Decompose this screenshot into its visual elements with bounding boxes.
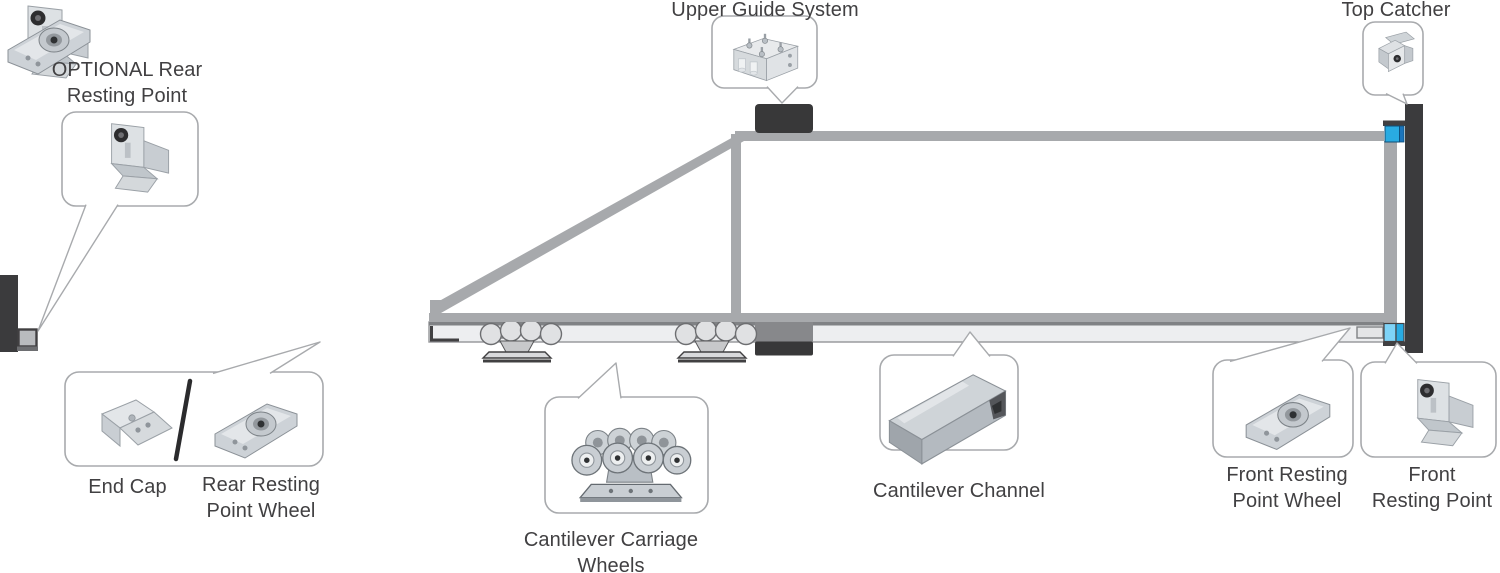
upper-guide-system-photo [732, 33, 800, 82]
pointer-front-resting-point [1384, 342, 1418, 364]
pointer-end-cap-rear-wheel [212, 341, 321, 375]
label-end-cap: End Cap [88, 476, 167, 498]
rear-end-cap-side-view [17, 328, 38, 348]
cantilever-channel-photo [888, 374, 1007, 465]
pointer-optional-rear-resting-point [37, 204, 119, 332]
upper-guide-mount-block [755, 104, 813, 133]
label-front-resting-point-wheel: Front Resting Point Wheel [1226, 464, 1348, 512]
label-upper-guide-system: Upper Guide System [671, 0, 859, 21]
catch-post [1405, 104, 1423, 353]
cantilever-carriage-wheels-photo [571, 427, 692, 502]
label-front-resting-point: Front Resting Point [1371, 464, 1493, 512]
top-catcher-side-view [1383, 120, 1405, 143]
channel-left-end-cap-outline [430, 326, 459, 342]
cantilever-channel-side-view [428, 321, 1385, 343]
label-cantilever-channel: Cantilever Channel [873, 480, 1045, 502]
label-cantilever-carriage-wheels: Cantilever Carriage Wheels [523, 529, 699, 573]
end-cap-photo [101, 399, 173, 448]
pointer-front-resting-point-wheel [1229, 327, 1351, 363]
pointer-cantilever-channel [952, 331, 991, 357]
label-rear-resting-point-wheel: Rear Resting Point Wheel [202, 474, 320, 522]
rear-post [0, 275, 38, 352]
slash-divider [173, 378, 193, 462]
pointer-top-catcher [1385, 92, 1408, 105]
gate-diagonal-tail [430, 131, 744, 313]
top-catcher-photo [1378, 31, 1415, 73]
carriage-trolley-side-view-2 [674, 319, 758, 364]
pointer-carriage-wheels [577, 362, 622, 399]
pointer-upper-guide-system [766, 86, 799, 104]
label-optional-rear-resting-point: OPTIONAL Rear Resting Point [51, 59, 203, 107]
front-resting-point-side-view [1383, 322, 1405, 346]
carriage-trolley-side-view [479, 319, 563, 363]
gate-frame [429, 131, 1397, 323]
mid-support-post [755, 322, 813, 356]
label-top-catcher: Top Catcher [1341, 0, 1451, 21]
channel-right-end-cap-side-view [1356, 326, 1384, 339]
